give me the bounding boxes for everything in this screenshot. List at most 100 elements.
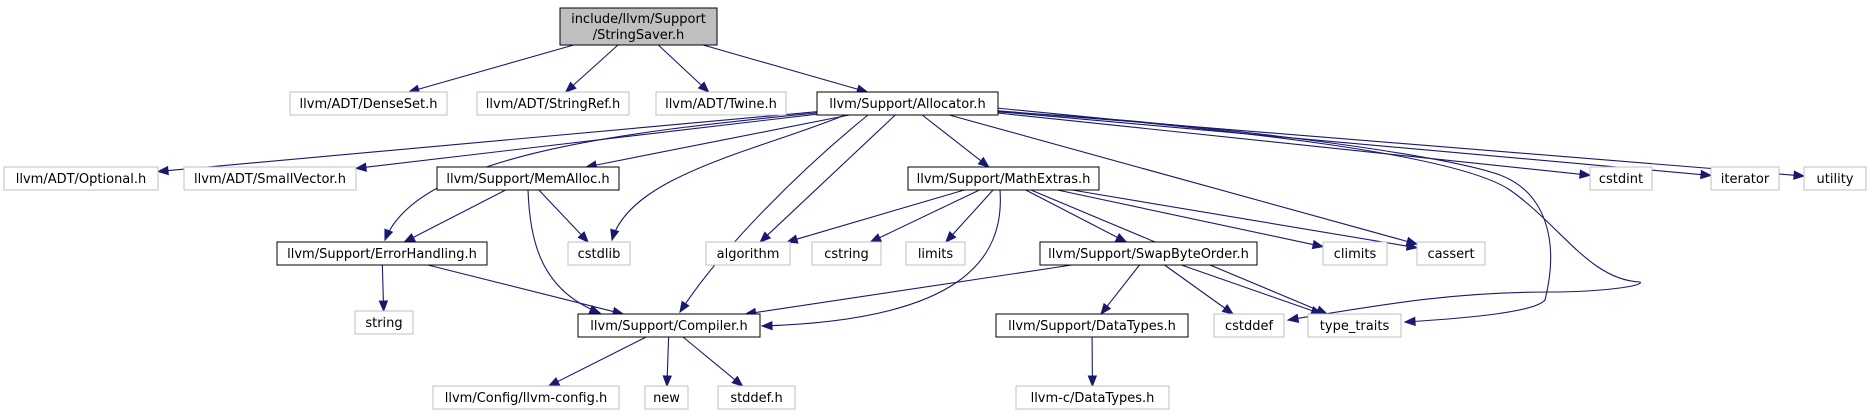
arrowhead bbox=[697, 81, 710, 93]
arrowhead bbox=[384, 228, 394, 242]
edge-mathextras-to-swapbyteorder bbox=[1025, 189, 1128, 243]
edge-line bbox=[666, 336, 670, 378]
node-box bbox=[559, 7, 718, 46]
node-box bbox=[1015, 385, 1170, 410]
node-box bbox=[1322, 241, 1388, 266]
edge-compiler-to-llvmconfig bbox=[547, 336, 647, 387]
edge-line bbox=[921, 114, 983, 162]
edge-allocator-to-iterator bbox=[997, 111, 1713, 180]
node-box bbox=[432, 385, 620, 410]
edge-line bbox=[949, 114, 1409, 243]
edge-line bbox=[1106, 264, 1140, 308]
edge-line bbox=[427, 264, 615, 313]
edge-line bbox=[1164, 264, 1226, 310]
node-box bbox=[1803, 166, 1867, 191]
arrowhead bbox=[679, 300, 690, 314]
arrowhead bbox=[760, 320, 773, 331]
node-allocator[interactable]: llvm/Support/Allocator.h bbox=[816, 91, 999, 116]
node-label: llvm/ADT/Twine.h bbox=[665, 97, 777, 112]
node-label: llvm/Support/DataTypes.h bbox=[1008, 319, 1176, 334]
node-label: llvm/ADT/DenseSet.h bbox=[300, 97, 438, 112]
edge-allocator-to-cstdlib bbox=[610, 114, 846, 242]
edge-mathextras-to-cstring bbox=[869, 189, 980, 243]
node-root[interactable]: include/llvm/Support/StringSaver.h bbox=[559, 7, 718, 46]
node-label: include/llvm/Support bbox=[571, 12, 706, 27]
edge-root-to-allocator bbox=[702, 44, 869, 94]
node-mathextras[interactable]: llvm/Support/MathExtras.h bbox=[907, 166, 1100, 191]
arrowhead bbox=[869, 233, 883, 243]
node-cstring: cstring bbox=[811, 241, 882, 266]
arrowhead bbox=[156, 165, 169, 176]
arrowhead bbox=[785, 234, 799, 244]
node-box bbox=[1213, 313, 1285, 338]
edge-line bbox=[1057, 189, 1315, 246]
node-box bbox=[907, 166, 1100, 191]
edge-line bbox=[766, 114, 896, 237]
node-utility: utility bbox=[1803, 166, 1867, 191]
node-box bbox=[905, 241, 966, 266]
node-cassert: cassert bbox=[1416, 241, 1486, 266]
edge-mathextras-to-algorithm bbox=[785, 189, 965, 244]
edge-line bbox=[1181, 264, 1314, 312]
node-box bbox=[567, 241, 631, 266]
arrowhead bbox=[759, 231, 772, 243]
arrowhead bbox=[1405, 241, 1419, 251]
edge-line bbox=[754, 264, 1072, 314]
node-label: llvm/Support/MemAlloc.h bbox=[446, 172, 609, 187]
edge-root-to-twine bbox=[657, 44, 710, 93]
node-label: llvm/Config/llvm-config.h bbox=[445, 391, 607, 406]
node-label: llvm/Support/Compiler.h bbox=[590, 319, 747, 334]
node-iterator: iterator bbox=[1710, 166, 1780, 191]
arrowhead bbox=[977, 156, 990, 168]
node-box bbox=[705, 241, 791, 266]
arrowhead bbox=[662, 375, 672, 388]
node-box bbox=[816, 91, 999, 116]
edge-line bbox=[384, 111, 826, 241]
node-llvmconfig: llvm/Config/llvm-config.h bbox=[432, 385, 620, 410]
edge-allocator-to-algorithm bbox=[759, 114, 896, 243]
edge-line bbox=[951, 189, 994, 236]
node-typetraits: type_traits bbox=[1307, 313, 1402, 338]
edge-allocator-to-optional bbox=[156, 111, 818, 176]
node-cstdint: cstdint bbox=[1589, 166, 1653, 191]
edge-line bbox=[611, 114, 846, 241]
edge-line bbox=[594, 114, 850, 166]
node-limits: limits bbox=[905, 241, 966, 266]
node-label: llvm/Support/MathExtras.h bbox=[917, 172, 1091, 187]
arrowhead bbox=[403, 232, 416, 243]
node-errorhandling[interactable]: llvm/Support/ErrorHandling.h bbox=[276, 241, 488, 266]
edge-swapbyteorder-to-cstddef bbox=[1164, 264, 1235, 315]
node-label: llvm/ADT/Optional.h bbox=[16, 172, 147, 187]
edge-line bbox=[166, 111, 818, 172]
node-cdatatypes: llvm-c/DataTypes.h bbox=[1015, 385, 1170, 410]
node-box bbox=[655, 91, 787, 116]
node-box bbox=[1039, 241, 1258, 266]
node-label: cstddef bbox=[1225, 319, 1274, 334]
node-label: /StringSaver.h bbox=[593, 28, 685, 43]
edge-line bbox=[1072, 189, 1409, 247]
arrowhead bbox=[1403, 316, 1416, 327]
edge-line bbox=[995, 111, 1552, 323]
edge-allocator-to-cstdint bbox=[997, 112, 1592, 179]
arrowhead bbox=[577, 231, 590, 243]
edge-line bbox=[556, 336, 647, 383]
node-compiler[interactable]: llvm/Support/Compiler.h bbox=[577, 313, 761, 338]
node-smallvector: llvm/ADT/SmallVector.h bbox=[183, 166, 357, 191]
node-memalloc[interactable]: llvm/Support/MemAlloc.h bbox=[436, 166, 620, 191]
node-datatypes[interactable]: llvm/Support/DataTypes.h bbox=[995, 313, 1189, 338]
edge-memalloc-to-cstdlib bbox=[538, 189, 590, 243]
edge-line bbox=[997, 111, 1703, 176]
edge-mathextras-to-climits bbox=[1057, 189, 1325, 250]
node-label: climits bbox=[1334, 247, 1377, 262]
edge-line bbox=[572, 44, 619, 87]
node-label: llvm/Support/Allocator.h bbox=[829, 97, 986, 112]
node-climits: climits bbox=[1322, 241, 1388, 266]
node-new: new bbox=[644, 385, 689, 410]
node-swapbyteorder[interactable]: llvm/Support/SwapByteOrder.h bbox=[1039, 241, 1258, 266]
node-string: string bbox=[354, 310, 414, 335]
node-box bbox=[995, 313, 1189, 338]
arrowhead bbox=[588, 304, 602, 314]
node-box bbox=[3, 166, 159, 191]
node-label: algorithm bbox=[717, 247, 780, 262]
